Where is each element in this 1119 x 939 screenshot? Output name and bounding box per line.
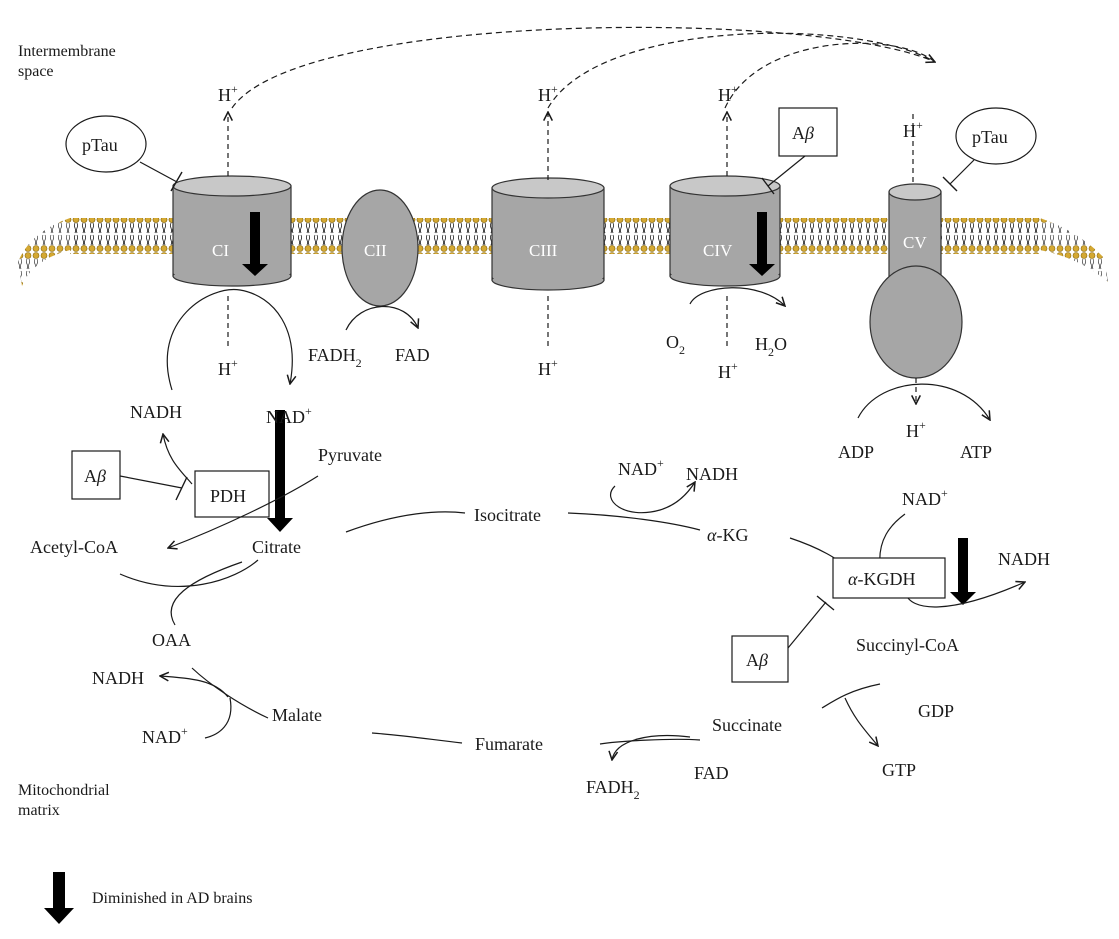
complex-i: CI — [172, 175, 292, 287]
abeta-pdh-inhibit-bar — [175, 476, 188, 501]
atp-label: ATP — [960, 442, 992, 462]
succinate-label: Succinate — [712, 715, 782, 735]
oaa-label: OAA — [152, 630, 191, 650]
complex-i-label: CI — [212, 241, 229, 260]
proton-pumping — [228, 112, 916, 404]
acetyl-coa-label: Acetyl-CoA — [30, 537, 118, 557]
complex-iv: CIV — [669, 175, 781, 287]
complex-ii-label: CII — [364, 241, 387, 260]
pyruvate-label: Pyruvate — [318, 445, 382, 465]
h2o-label: H2O — [755, 334, 787, 359]
ptau-ci-label: pTau — [82, 135, 118, 155]
akg-label: α-KG — [707, 525, 748, 545]
legend-label: Diminished in AD brains — [92, 890, 252, 907]
malate-label: Malate — [272, 705, 322, 725]
abeta-akgdh-box — [731, 635, 789, 683]
o2-label: O2 — [666, 332, 685, 357]
complex-iv-label: CIV — [703, 241, 733, 260]
abeta-akgdh-inhibit-bar — [816, 595, 835, 611]
intermembrane-label-line2: space — [18, 63, 54, 80]
h-plus-cv-bottom: H+ — [906, 418, 926, 441]
succinyl-coa-label: Succinyl-CoA — [856, 635, 959, 655]
diminished-arrows — [242, 212, 976, 605]
abeta-akgdh-label: Aβ — [746, 650, 768, 670]
pdh-nadh-arrow — [163, 434, 193, 485]
complex-ii: CII — [341, 189, 419, 307]
ptau-cv-label: pTau — [972, 127, 1008, 147]
nad-akgdh-label: NAD+ — [902, 486, 948, 509]
fad-succinate-label: FAD — [694, 763, 729, 783]
nad-isocitrate-label: NAD+ — [618, 456, 664, 479]
fadh2-cii-label: FADH2 — [308, 345, 362, 370]
ci-nadh-loop — [166, 288, 292, 391]
h-plus-cv-top: H+ — [903, 118, 923, 141]
nadh-isocitrate-label: NADH — [686, 464, 738, 484]
matrix-label-line1: Mitochondrial — [18, 782, 110, 799]
isocitrate-label: Isocitrate — [474, 505, 541, 525]
citrate-label: Citrate — [252, 537, 301, 557]
fumarate-label: Fumarate — [475, 734, 543, 754]
abeta-civ-label: Aβ — [792, 123, 814, 143]
h-plus-civ-top: H+ — [718, 82, 738, 105]
nadh-akgdh-label: NADH — [998, 549, 1050, 569]
complex-iii: CIII — [491, 177, 605, 291]
legend-arrow-icon — [44, 872, 74, 924]
gtp-label: GTP — [882, 760, 916, 780]
h-plus-ci-bottom: H+ — [218, 356, 238, 379]
complex-v-label: CV — [903, 233, 927, 252]
h-plus-civ-bottom: H+ — [718, 359, 738, 382]
gdp-label: GDP — [918, 701, 954, 721]
nadh-malate-label: NADH — [92, 668, 144, 688]
h-plus-ci-top: H+ — [218, 82, 238, 105]
pdh-label: PDH — [210, 486, 246, 506]
h-plus-ciii-top: H+ — [538, 82, 558, 105]
inhibitors-membrane: pTau Aβ pTau — [65, 107, 1037, 195]
complex-iii-label: CIII — [529, 241, 558, 260]
cv-atp-arrow — [857, 383, 990, 420]
intermembrane-label-line1: Intermembrane — [18, 43, 116, 60]
nadh-ci-label: NADH — [130, 402, 182, 422]
abeta-akgdh-inhibit-line — [787, 601, 827, 649]
matrix-label-line2: matrix — [18, 802, 60, 819]
nad-malate-label: NAD+ — [142, 724, 188, 747]
proton-labels: H+ H+ H+ H+ H+ H+ H+ H+ — [218, 82, 926, 441]
proton-flow-arcs — [231, 26, 935, 109]
pyruvate-to-acetylcoa-arrow — [168, 475, 319, 548]
h-plus-ciii-bottom: H+ — [538, 356, 558, 379]
fad-cii-label: FAD — [395, 345, 430, 365]
legend: Diminished in AD brains — [44, 872, 252, 924]
complex-v: CV — [869, 183, 963, 379]
akgdh-label: α-KGDH — [848, 569, 915, 589]
adp-label: ADP — [838, 442, 874, 462]
abeta-pdh-box — [71, 450, 121, 500]
akgdh-box — [832, 557, 946, 599]
nad-ci-label: NAD+ — [266, 404, 312, 427]
civ-oxygen-arrow — [689, 287, 785, 306]
cii-fadh-arrow — [345, 305, 418, 331]
abeta-pdh-inhibit-line — [119, 475, 183, 489]
tca-cycle-curves — [119, 482, 1025, 760]
fadh2-succinate-label: FADH2 — [586, 777, 640, 802]
abeta-pdh-label: Aβ — [84, 466, 106, 486]
